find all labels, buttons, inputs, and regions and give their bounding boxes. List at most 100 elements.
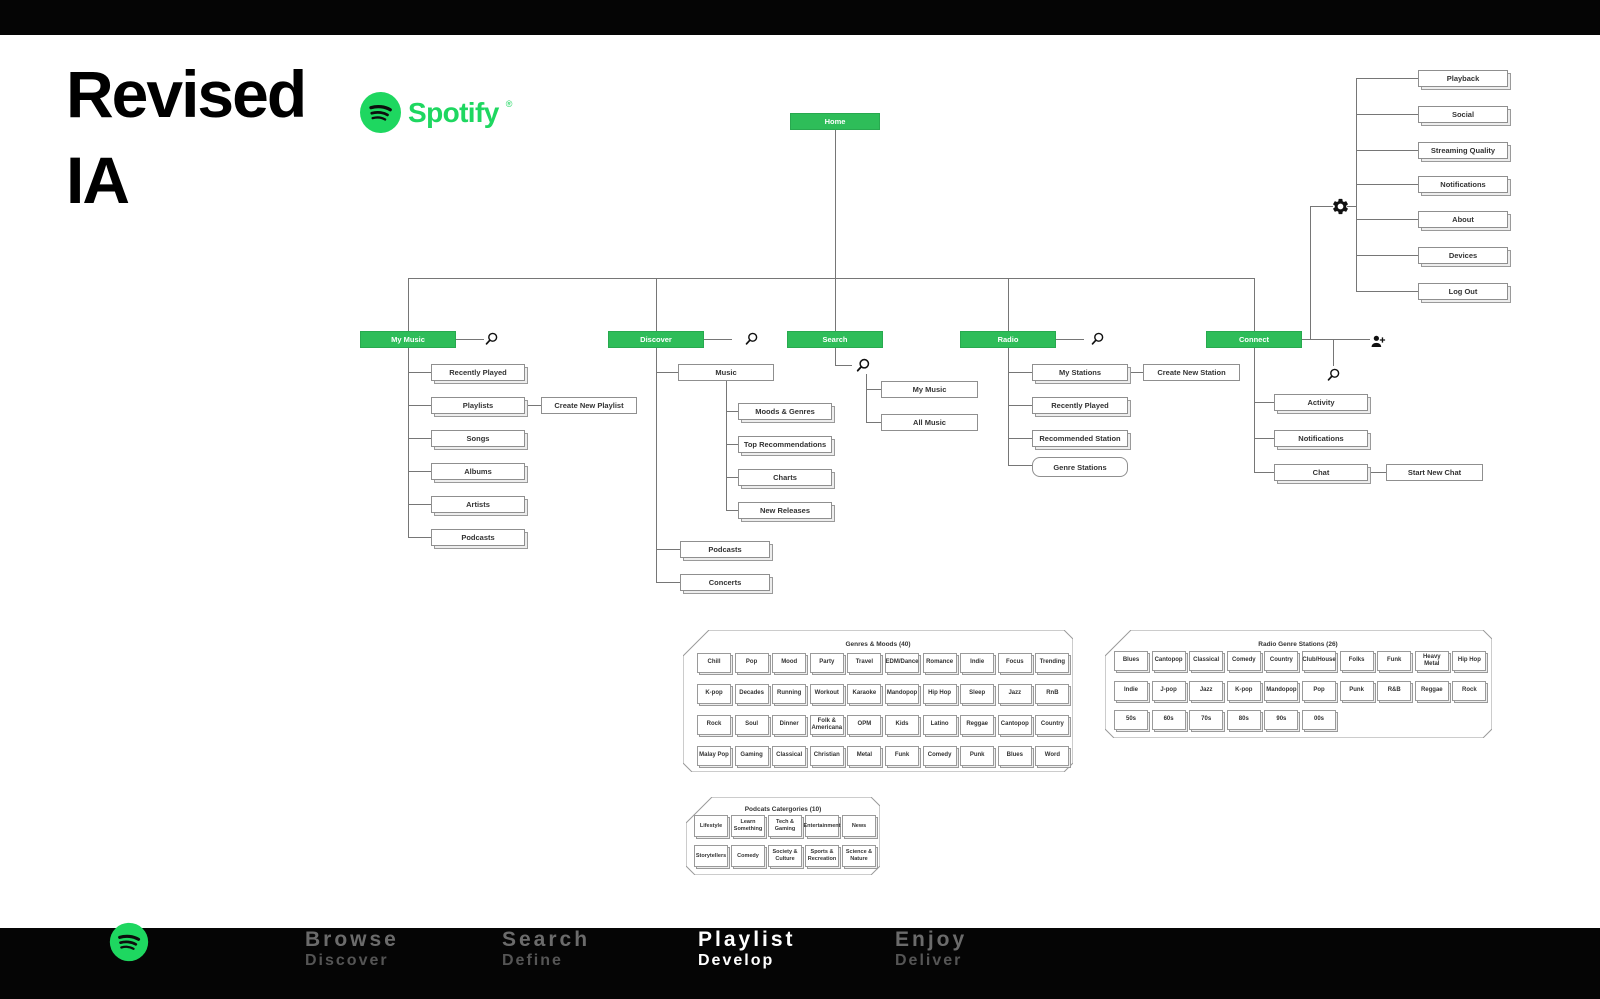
chip: Mood bbox=[772, 653, 807, 673]
search-icon bbox=[1090, 331, 1105, 346]
chip: Punk bbox=[960, 746, 995, 766]
connector-line bbox=[866, 374, 867, 422]
chip: Sleep bbox=[960, 684, 995, 704]
chip: Metal bbox=[847, 746, 882, 766]
registered-mark: ® bbox=[505, 98, 513, 109]
connector-line bbox=[835, 348, 836, 365]
spotify-footer-icon bbox=[109, 922, 149, 962]
chip: Jazz bbox=[997, 684, 1032, 704]
node-create-new-playlist: Create New Playlist bbox=[541, 397, 637, 414]
node-all-music: All Music bbox=[881, 414, 978, 431]
connector-line bbox=[656, 278, 657, 331]
footer-step-title: Enjoy bbox=[895, 928, 968, 951]
node-streaming-quality: Streaming Quality bbox=[1418, 142, 1508, 159]
connector-line bbox=[1254, 438, 1274, 439]
chip: Romance bbox=[922, 653, 957, 673]
search-icon bbox=[855, 357, 871, 373]
node-recommended-station: Recommended Station bbox=[1032, 430, 1128, 447]
connector-line bbox=[1008, 372, 1032, 373]
connector-line bbox=[835, 278, 836, 331]
connector-line bbox=[726, 411, 738, 412]
chip: Mandopop bbox=[1264, 680, 1299, 701]
chip: Running bbox=[772, 684, 807, 704]
node-log-out: Log Out bbox=[1418, 283, 1508, 300]
panel-title: Radio Genre Stations (26) bbox=[1258, 641, 1338, 648]
chip: Comedy bbox=[731, 845, 765, 867]
connector-line bbox=[408, 438, 431, 439]
node-search-my-music: My Music bbox=[881, 381, 978, 398]
connector-line bbox=[1008, 438, 1032, 439]
chip: Karaoke bbox=[847, 684, 882, 704]
chip: Kids bbox=[885, 715, 919, 735]
connector-line bbox=[866, 389, 881, 390]
chip: 90s bbox=[1264, 710, 1299, 730]
section-connect: Connect bbox=[1206, 331, 1302, 348]
node-settings-notifications: Notifications bbox=[1418, 176, 1508, 193]
node-about: About bbox=[1418, 211, 1508, 228]
chip: Sports & Recreation bbox=[805, 845, 839, 867]
chip: EDM/Dance bbox=[885, 653, 919, 673]
node-discover-podcasts: Podcasts bbox=[680, 541, 770, 558]
footer-step-browse: Browse Discover bbox=[305, 929, 399, 970]
connector-line bbox=[726, 381, 727, 510]
chip: Tech & Gaming bbox=[768, 815, 802, 837]
section-radio: Radio bbox=[960, 331, 1056, 348]
connector-line bbox=[408, 278, 1255, 279]
chip: R&B bbox=[1377, 680, 1412, 701]
page-title: Revised IA bbox=[66, 52, 307, 224]
connector-line bbox=[1356, 255, 1418, 256]
node-radio-recently-played: Recently Played bbox=[1032, 397, 1128, 414]
spotify-logo: Spotify ® bbox=[360, 92, 512, 133]
chip: 50s bbox=[1114, 710, 1148, 730]
node-music: Music bbox=[678, 364, 774, 381]
connector-line bbox=[1356, 184, 1418, 185]
connector-line bbox=[408, 537, 431, 538]
chip: Classical bbox=[772, 746, 807, 766]
search-icon bbox=[1326, 367, 1341, 382]
connector-line bbox=[726, 510, 738, 511]
connector-line bbox=[1008, 465, 1032, 466]
node-songs: Songs bbox=[431, 430, 525, 447]
chip: Blues bbox=[997, 746, 1032, 766]
chip: J-pop bbox=[1151, 680, 1186, 701]
chip: 00s bbox=[1302, 710, 1336, 730]
footer-step-subtitle: Develop bbox=[698, 952, 775, 969]
page-title-line2: IA bbox=[66, 142, 130, 217]
connector-line bbox=[1356, 291, 1418, 292]
footer-step-title: Browse bbox=[305, 928, 399, 951]
connector-line bbox=[408, 504, 431, 505]
chip: Cantopop bbox=[997, 715, 1032, 735]
chip: Entertainment bbox=[804, 815, 841, 837]
footer-step-playlist: Playlist Develop bbox=[698, 929, 796, 970]
footer-step-title: Playlist bbox=[698, 928, 796, 951]
node-devices: Devices bbox=[1418, 247, 1508, 264]
node-start-new-chat: Start New Chat bbox=[1386, 464, 1483, 481]
connector-line bbox=[656, 372, 678, 373]
connector-line bbox=[1254, 472, 1274, 473]
connector-line bbox=[1254, 402, 1274, 403]
footer-step-subtitle: Define bbox=[502, 952, 563, 969]
chip: 70s bbox=[1189, 710, 1224, 730]
node-top-recommendations: Top Recommendations bbox=[738, 436, 832, 453]
connector-line bbox=[1310, 206, 1333, 207]
chip: Latino bbox=[922, 715, 957, 735]
section-discover: Discover bbox=[608, 331, 704, 348]
chip: Country bbox=[1035, 715, 1070, 735]
chip: Club/House bbox=[1302, 651, 1336, 671]
connector-line bbox=[1008, 348, 1009, 465]
footer-bar bbox=[0, 928, 1600, 999]
chip: Funk bbox=[885, 746, 919, 766]
chip: Storytellers bbox=[694, 845, 728, 867]
chip: Rock bbox=[697, 715, 731, 735]
chip: Word bbox=[1035, 746, 1070, 766]
footer-step-subtitle: Deliver bbox=[895, 952, 963, 969]
connector-line bbox=[1356, 150, 1418, 151]
connector-line bbox=[835, 365, 852, 366]
connector-line bbox=[1356, 219, 1418, 220]
node-concerts: Concerts bbox=[680, 574, 770, 591]
top-bar bbox=[0, 0, 1600, 35]
node-charts: Charts bbox=[738, 469, 832, 486]
search-icon bbox=[744, 331, 759, 346]
